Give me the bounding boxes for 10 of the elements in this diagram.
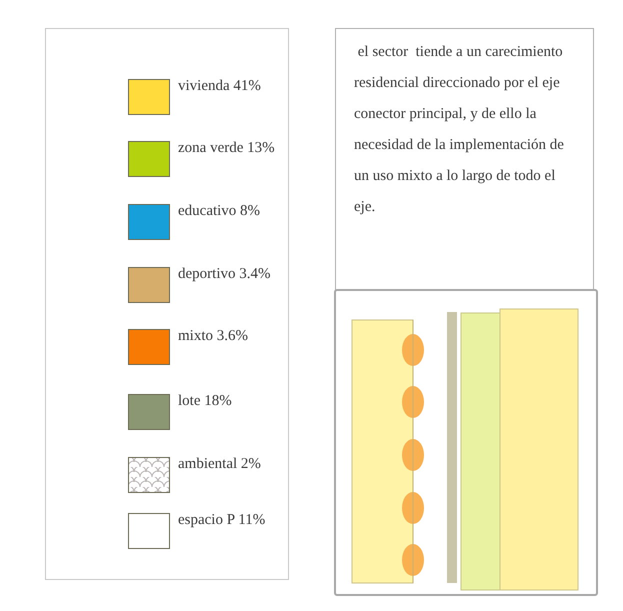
legend-label: educativo 8% (178, 202, 262, 221)
legend-label: deportivo 3.4% (178, 265, 272, 284)
legend-label: ambiental 2% (178, 455, 262, 474)
legend-label: espacio P 11% (178, 511, 266, 530)
legend-label: lote 18% (178, 392, 233, 411)
description-text: el sector tiende a un carecimiento residencial direccionado por el eje conector principal, y de ello la necesidad de la implementación de un uso mixto a lo largo de todo el eje. (354, 43, 565, 217)
legend-label: zona verde 13% (178, 139, 276, 158)
legend-label: vivienda 41% (178, 77, 262, 96)
legend-label: mixto 3.6% (178, 327, 249, 346)
text-box (335, 28, 594, 290)
